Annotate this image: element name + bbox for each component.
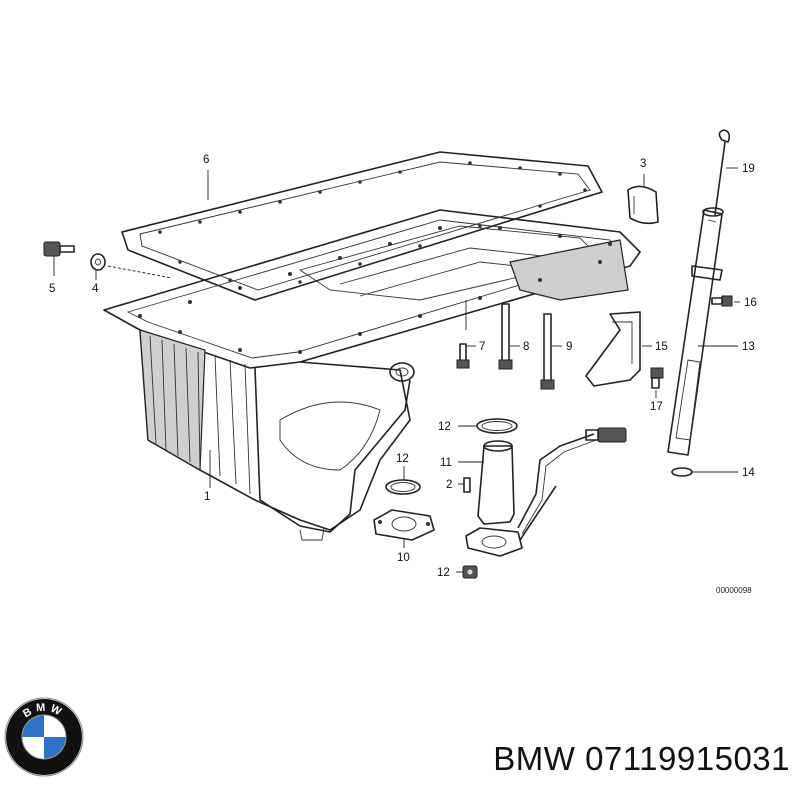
bmw-logo: BMW <box>4 697 84 777</box>
o-ring-lower <box>385 479 421 495</box>
bolt-17 <box>711 295 733 307</box>
callout-8: 8 <box>523 341 529 353</box>
callout-5: 5 <box>49 283 55 295</box>
bracket <box>585 311 641 387</box>
drawing-reference: 00000098 <box>716 586 752 595</box>
oil-level-sensor <box>465 427 627 557</box>
bolt-7 <box>456 343 470 369</box>
washer <box>90 253 106 271</box>
oil-pan <box>103 209 641 541</box>
callout-1: 1 <box>204 491 210 503</box>
leader-lines <box>53 167 740 573</box>
callout-9: 9 <box>566 341 572 353</box>
callout-10: 10 <box>397 552 410 564</box>
bolt-8 <box>498 303 513 370</box>
callout-17: 16 <box>744 297 757 309</box>
callout-7: 7 <box>479 341 485 353</box>
callout-12-lower: 12 <box>396 453 409 465</box>
callout-6: 6 <box>203 154 209 166</box>
bolt <box>43 241 75 257</box>
callout-2: 2 <box>446 479 452 491</box>
part-number-caption: BMW 07119915031 <box>493 740 790 777</box>
clip <box>627 185 659 225</box>
callout-3: 3 <box>640 158 646 170</box>
callout-14: 13 <box>742 341 755 353</box>
nut <box>462 565 478 579</box>
bolt-9 <box>540 313 555 390</box>
callout-15: 14 <box>742 467 755 479</box>
callouts: 6 3 19 5 4 16 7 8 9 15 13 17 12 12 14 11… <box>49 154 757 595</box>
bolt-18 <box>650 367 664 389</box>
callout-4: 4 <box>92 283 99 295</box>
callout-12: 12 <box>438 421 451 433</box>
dipstick <box>714 129 731 216</box>
callout-18: 17 <box>650 401 663 413</box>
stud <box>463 477 471 493</box>
callout-13: 12 <box>437 567 450 579</box>
dipstick-guide-tube <box>667 207 724 456</box>
callout-16: 15 <box>655 341 668 353</box>
callout-19: 19 <box>742 163 755 175</box>
seal-ring <box>671 467 693 477</box>
callout-11: 11 <box>440 457 452 469</box>
cover-flange <box>373 509 435 541</box>
